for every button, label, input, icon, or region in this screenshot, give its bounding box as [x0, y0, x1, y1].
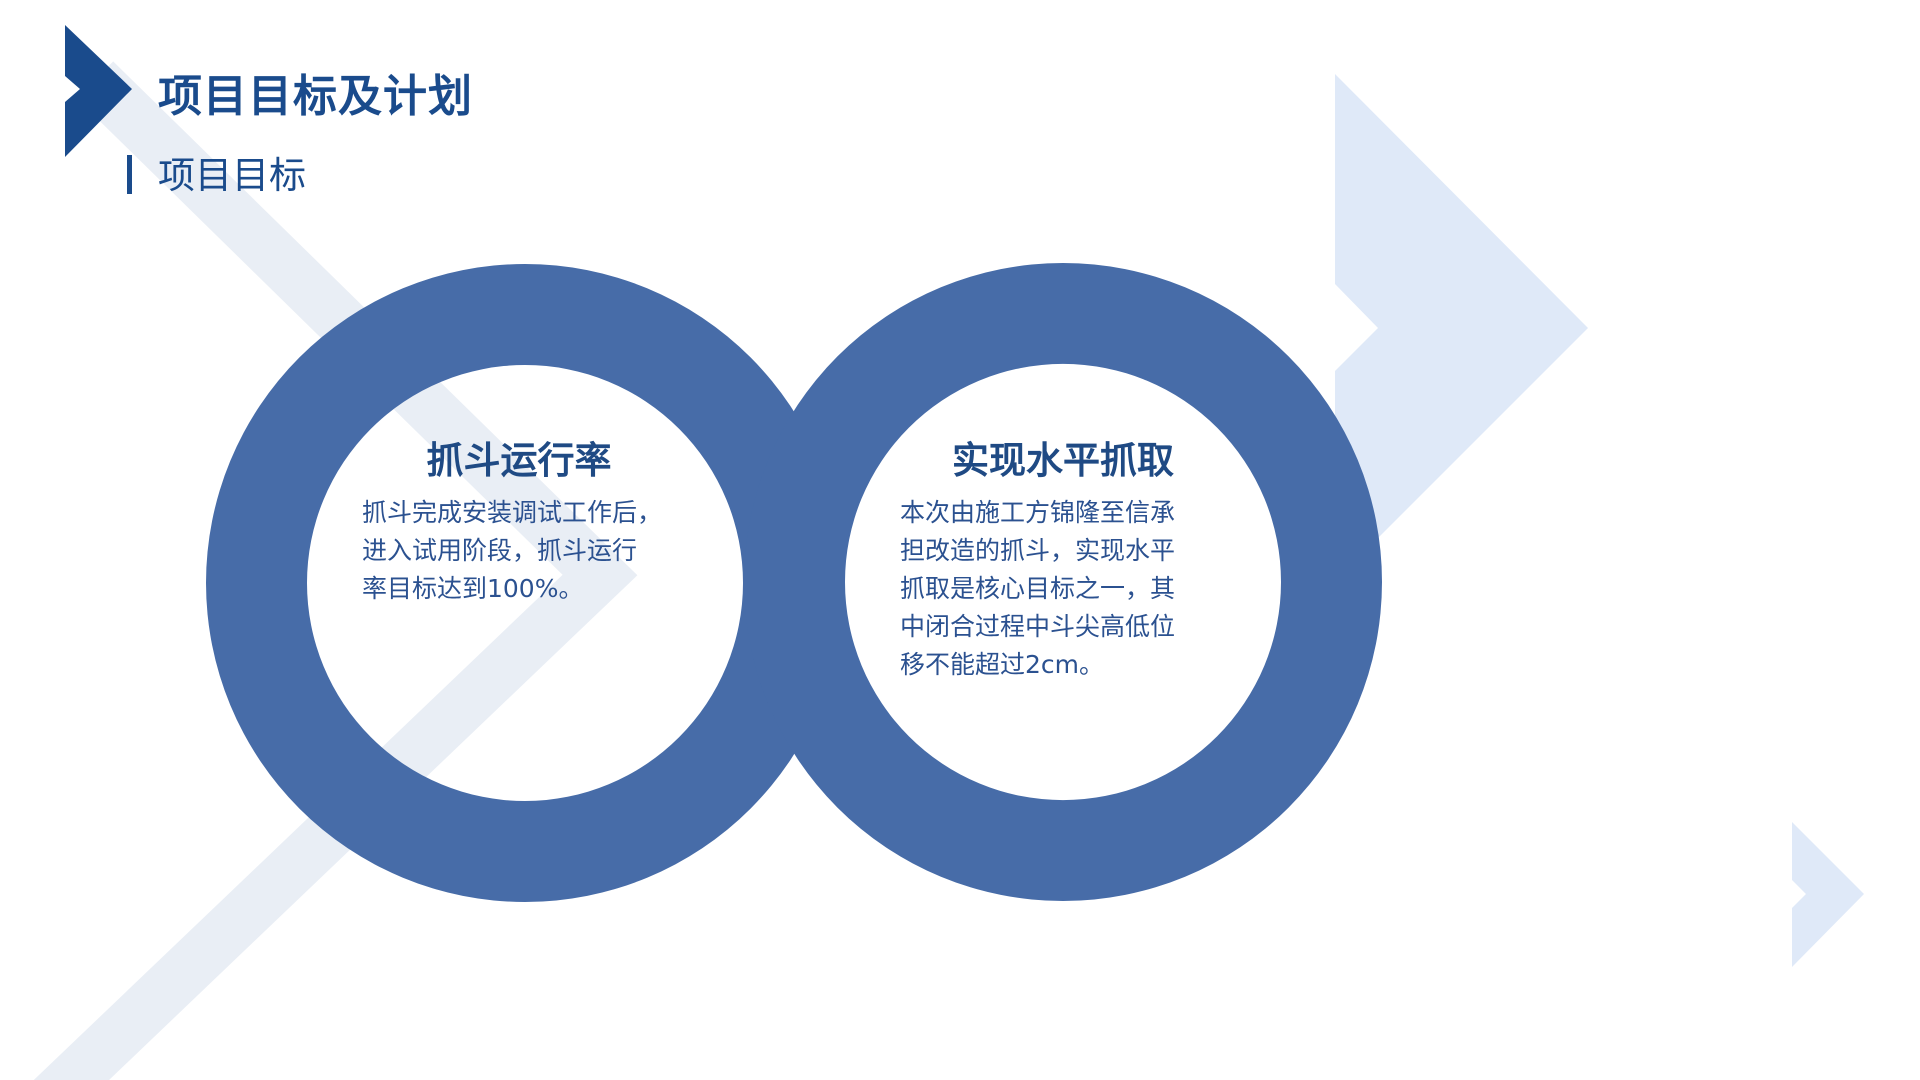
card-line: 进入试用阶段，抓斗运行 [362, 536, 638, 565]
title-chevron-icon [65, 25, 132, 157]
card-line: 移不能超过2cm。 [900, 650, 1105, 679]
right-light-chevron [1335, 74, 1588, 581]
card-body-operation-rate: 抓斗完成安装调试工作后， 进入试用阶段，抓斗运行 率目标达到100%。 [362, 494, 662, 608]
section-subtitle: 项目目标 [158, 154, 306, 197]
right-ring [744, 263, 1382, 901]
card-line: 中闭合过程中斗尖高低位 [900, 612, 1176, 641]
page-title: 项目目标及计划 [158, 71, 473, 122]
card-line: 抓取是核心目标之一，其 [900, 574, 1176, 603]
card-heading-horizontal-grab: 实现水平抓取 [952, 439, 1174, 482]
light-diagonal-chevron [33, 61, 638, 1080]
card-line: 率目标达到100%。 [362, 574, 584, 603]
card-line: 担改造的抓斗，实现水平 [900, 536, 1176, 565]
card-line: 本次由施工方锦隆至信承 [900, 498, 1176, 527]
small-light-chevron [1792, 822, 1864, 967]
card-body-horizontal-grab: 本次由施工方锦隆至信承 担改造的抓斗，实现水平 抓取是核心目标之一，其 中闭合过… [900, 494, 1175, 684]
card-heading-operation-rate: 抓斗运行率 [426, 439, 612, 482]
subtitle-accent-bar [127, 155, 132, 194]
card-line: 抓斗完成安装调试工作后， [362, 498, 663, 527]
left-ring [206, 264, 844, 902]
